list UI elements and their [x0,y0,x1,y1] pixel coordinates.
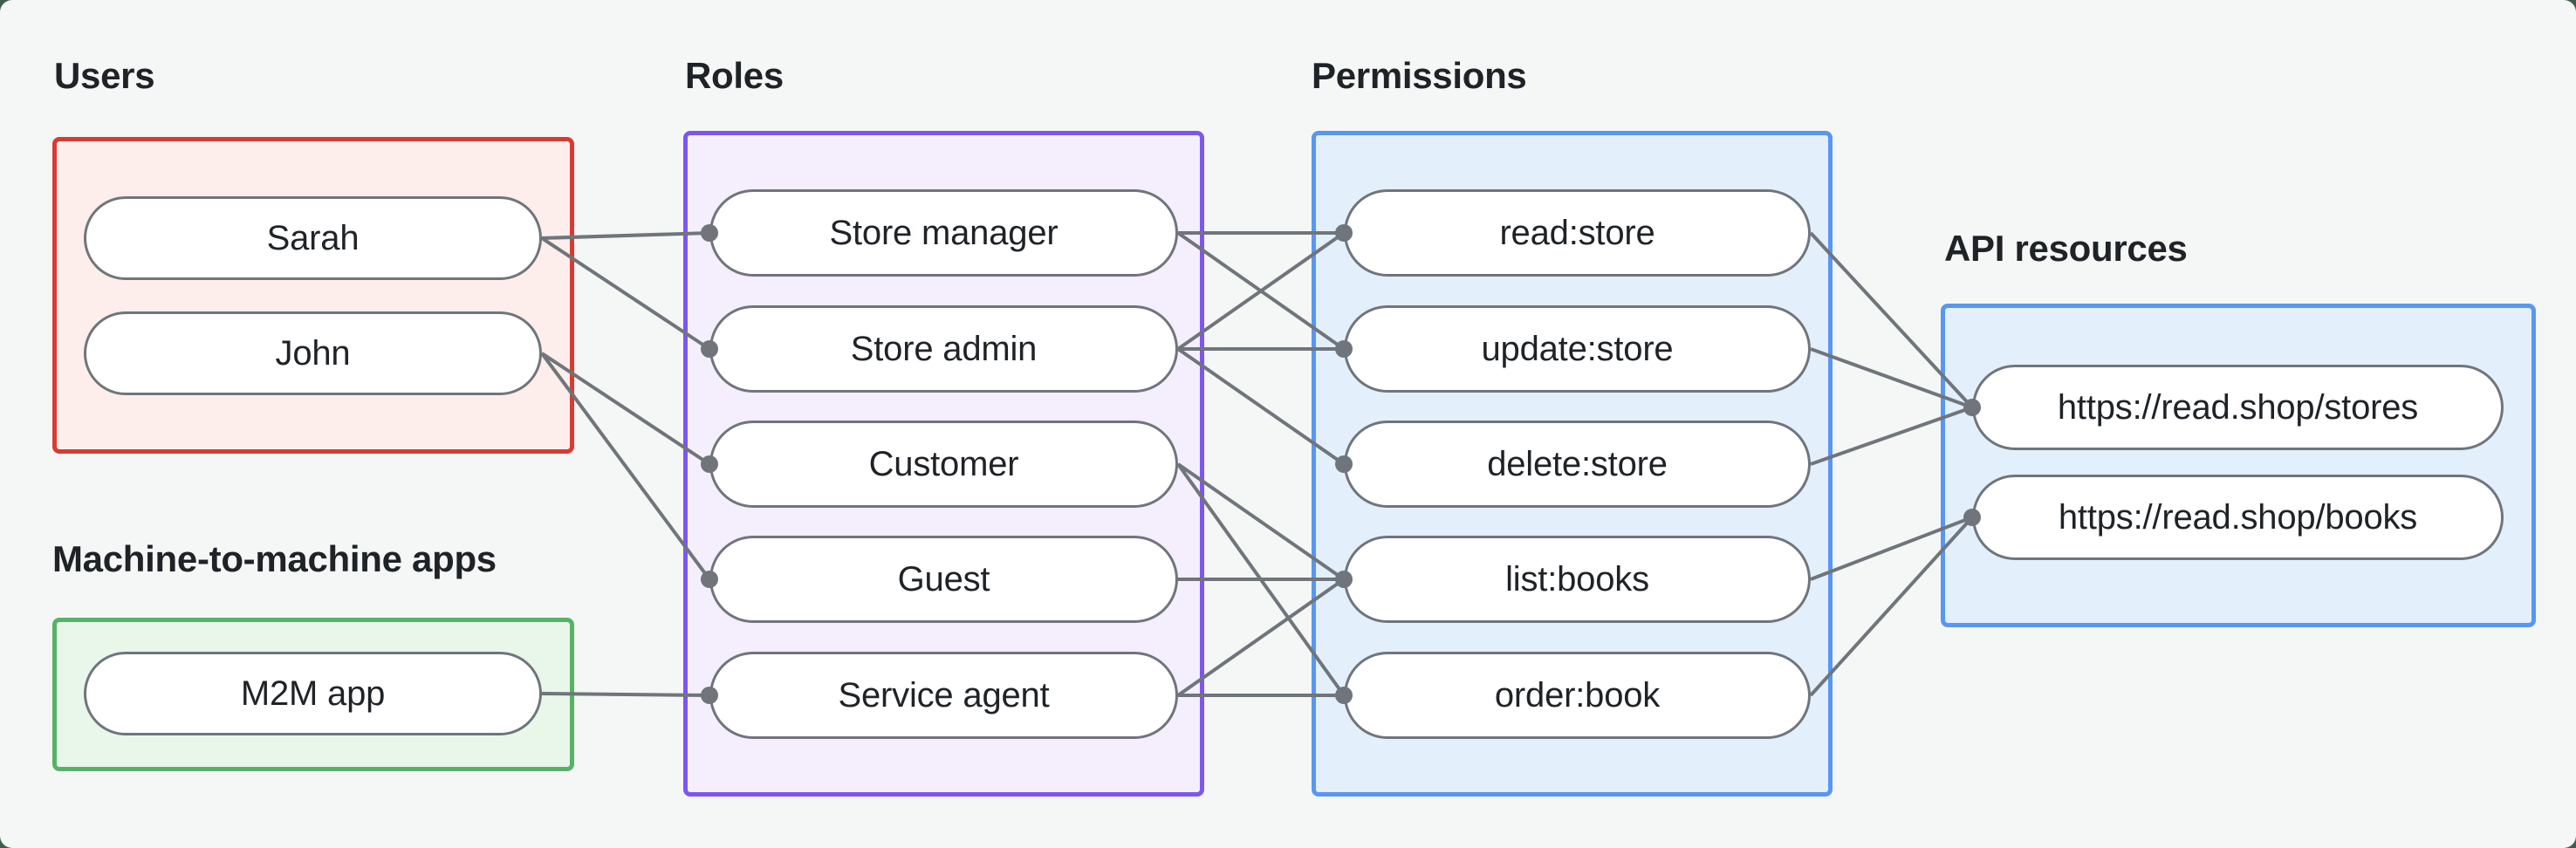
api-resources-group-label: API resources [1944,228,2188,269]
role-node-customer: Customer [709,421,1178,508]
permission-node-read-store: read:store [1344,189,1811,277]
role-node-service-agent: Service agent [709,652,1178,739]
role-node-guest: Guest [709,536,1178,623]
permission-node-update-store: update:store [1344,305,1811,393]
permission-node-order-book: order:book [1344,652,1811,739]
m2m-apps-group-label: Machine-to-machine apps [52,538,497,579]
api-resource-node-stores: https://read.shop/stores [1972,365,2504,450]
users-group-label: Users [54,55,155,96]
permission-node-list-books: list:books [1344,536,1811,623]
api-resource-node-books: https://read.shop/books [1972,475,2504,560]
m2m-app-node: M2M app [84,652,542,735]
role-node-store-manager: Store manager [709,189,1178,277]
api-resources-group-box [1941,304,2536,627]
permissions-group-label: Permissions [1312,55,1527,96]
user-node-john: John [84,311,542,395]
role-node-store-admin: Store admin [709,305,1178,393]
users-group-box [52,137,574,454]
permission-node-delete-store: delete:store [1344,421,1811,508]
roles-group-label: Roles [685,55,784,96]
user-node-sarah: Sarah [84,196,542,280]
